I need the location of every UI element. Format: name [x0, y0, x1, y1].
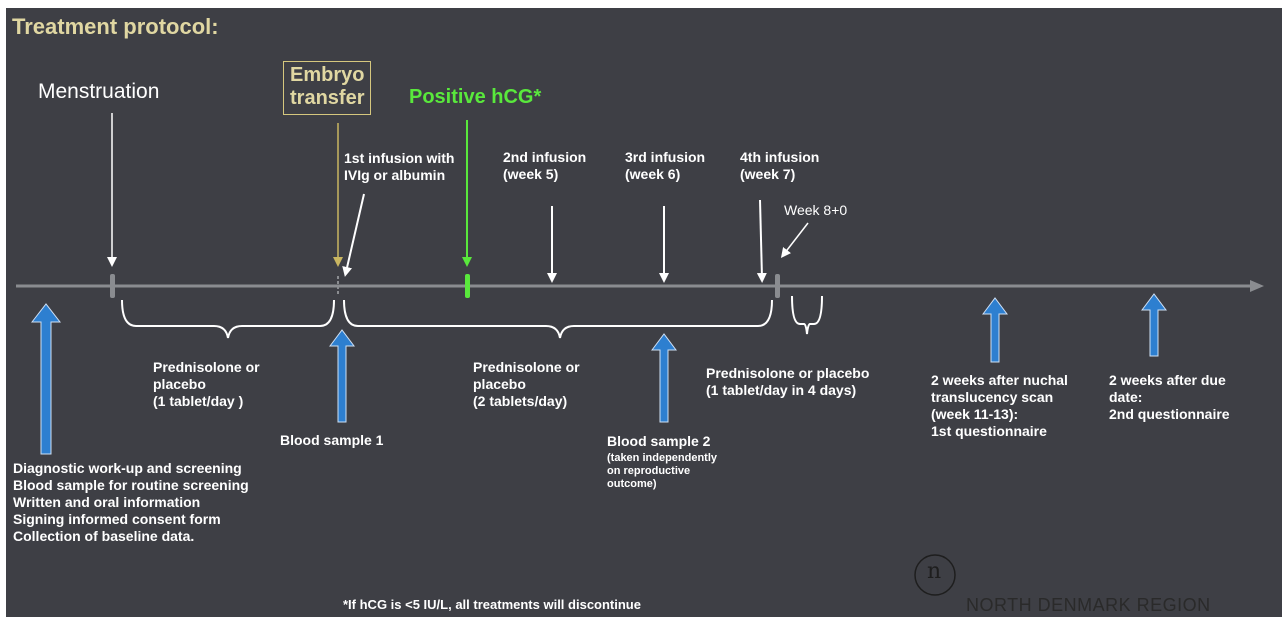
infusion-1-label: 1st infusion with IVIg or albumin [344, 150, 455, 183]
brace-phase-2 [343, 299, 773, 339]
logo-glyph: n [927, 559, 942, 584]
slide-title: Treatment protocol: [12, 14, 219, 39]
week8-marker [775, 274, 780, 298]
infusion-4-label: 4th infusion (week 7) [740, 149, 820, 182]
positive-hcg-label: Positive hCG* [409, 86, 542, 108]
logo-text: NORTH DENMARK REGION [966, 595, 1211, 615]
infusion-1-arrow [342, 193, 365, 277]
baseline-activities-label: Diagnostic work-up and screening Blood s… [13, 460, 249, 544]
blood-sample-2-label: Blood sample 2 [607, 433, 711, 449]
questionnaire-2-label: 2 weeks after due date: 2nd questionnair… [1109, 372, 1230, 422]
menstruation-marker [110, 274, 115, 298]
embryo-transfer-label: Embryo transfer [283, 61, 372, 115]
infusion-3-label: 3rd infusion (week 6) [625, 149, 706, 182]
logo-circle [914, 554, 956, 596]
treatment-phase-2-label: Prednisolone or placebo (2 tablets/day) [473, 359, 580, 409]
slide: Treatment protocol: Menstruation Embryo … [6, 8, 1282, 617]
infusion-4-arrow [756, 199, 767, 283]
baseline-blue-arrow [30, 303, 62, 455]
treatment-phase-1-label: Prednisolone or placebo (1 tablet/day ) [153, 359, 260, 409]
timeline-diagram [16, 113, 1264, 596]
blood-sample-1-blue-arrow [329, 329, 355, 423]
questionnaire-1-blue-arrow [982, 297, 1008, 363]
blood-sample-2-note: (taken independently on reproductive out… [607, 452, 718, 490]
blood-sample-2-blue-arrow [651, 333, 677, 423]
questionnaire-1-label: 2 weeks after nuchal translucency scan (… [931, 372, 1068, 439]
week8-arrow [780, 222, 809, 258]
brace-phase-3 [791, 295, 823, 335]
brace-phase-1 [121, 299, 335, 339]
treatment-phase-3-label: Prednisolone or placebo (1 tablet/day in… [706, 365, 870, 398]
footnote: *If hCG is <5 IU/L, all treatments will … [343, 597, 641, 612]
blood-sample-1-label: Blood sample 1 [280, 432, 384, 448]
week-8-label: Week 8+0 [784, 202, 848, 218]
menstruation-label: Menstruation [38, 80, 160, 103]
hcg-marker [465, 274, 470, 298]
questionnaire-2-blue-arrow [1141, 293, 1167, 357]
infusion-2-label: 2nd infusion (week 5) [503, 149, 587, 182]
